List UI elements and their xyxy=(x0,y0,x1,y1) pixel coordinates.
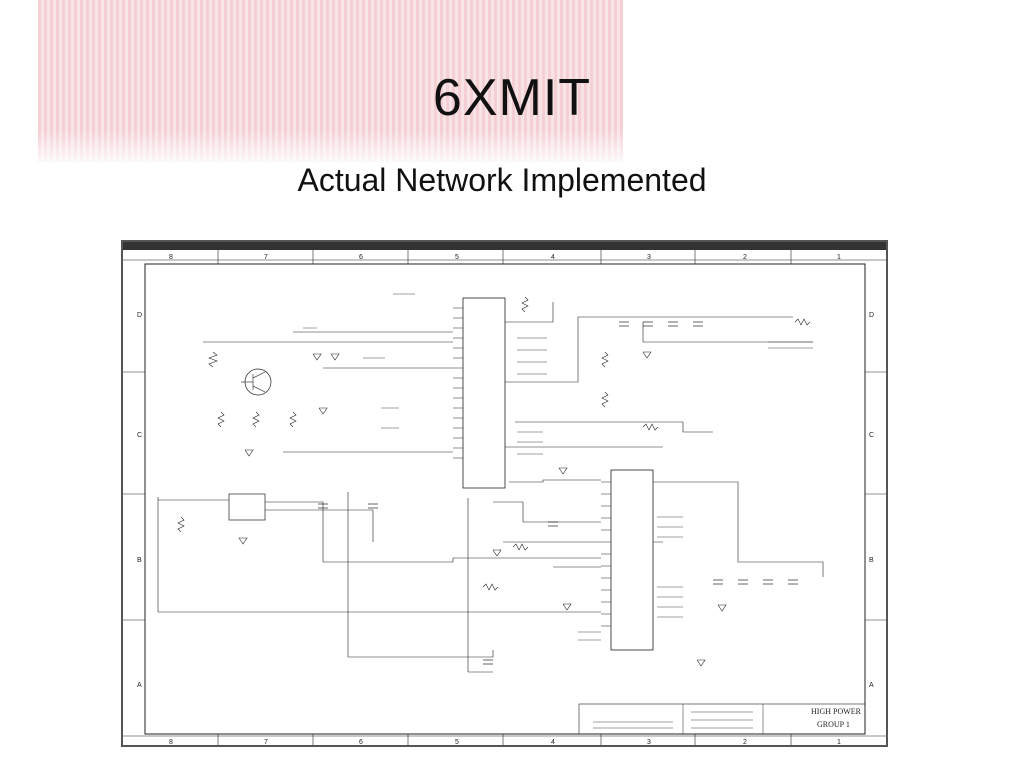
ic-chip-secondary xyxy=(610,469,654,651)
grid-row-a: A xyxy=(137,682,142,689)
ic-chip-main xyxy=(462,297,506,489)
grid-row-d: D xyxy=(137,312,142,319)
schematic-drawing: 8 7 6 5 4 3 2 1 8 7 6 5 4 3 2 1 D C B A … xyxy=(123,250,886,746)
title-block-block: GROUP 1 xyxy=(817,720,850,729)
grid-col-3: 3 xyxy=(647,254,651,261)
schematic-diagram: 8 7 6 5 4 3 2 1 8 7 6 5 4 3 2 1 D C B A … xyxy=(121,240,888,747)
title-block xyxy=(578,703,866,735)
grid-row-a-right: A xyxy=(869,682,874,689)
grid-col-5: 5 xyxy=(455,254,459,261)
schematic-top-bar xyxy=(123,242,886,250)
grid-col-bottom-6: 6 xyxy=(359,739,363,746)
grid-row-c-right: C xyxy=(869,432,874,439)
grid-col-8: 8 xyxy=(169,254,173,261)
grid-col-1: 1 xyxy=(837,254,841,261)
ic-chip-left xyxy=(228,493,266,521)
slide-title: 6XMIT xyxy=(432,69,592,127)
grid-col-6: 6 xyxy=(359,254,363,261)
resistor-r1 xyxy=(208,351,218,368)
title-block-company: HIGH POWER xyxy=(811,707,862,716)
grid-row-b-right: B xyxy=(869,557,874,564)
grid-col-bottom-5: 5 xyxy=(455,739,459,746)
grid-col-bottom-2: 2 xyxy=(743,739,747,746)
grid-col-2: 2 xyxy=(743,254,747,261)
grid-col-bottom-1: 1 xyxy=(837,739,841,746)
grid-col-7: 7 xyxy=(264,254,268,261)
grid-row-c: C xyxy=(137,432,142,439)
banner-fade xyxy=(38,130,623,162)
grid-col-bottom-4: 4 xyxy=(551,739,555,746)
schematic-frame xyxy=(144,263,866,735)
grid-col-4: 4 xyxy=(551,254,555,261)
grid-col-bottom-3: 3 xyxy=(647,739,651,746)
grid-row-d-right: D xyxy=(869,312,874,319)
slide-subtitle: Actual Network Implemented xyxy=(297,162,707,198)
grid-col-bottom-8: 8 xyxy=(169,739,173,746)
grid-col-bottom-7: 7 xyxy=(264,739,268,746)
grid-row-b: B xyxy=(137,557,142,564)
